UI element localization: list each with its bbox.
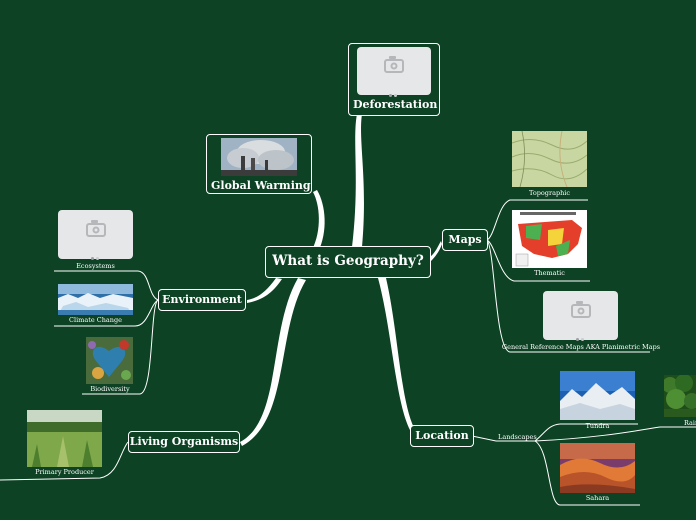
biodiversity-image[interactable] bbox=[86, 337, 133, 384]
climate-change-image[interactable] bbox=[58, 284, 133, 315]
camera-icon bbox=[384, 56, 404, 74]
landscapes-label[interactable]: Landscapes bbox=[498, 433, 537, 441]
biodiversity-label: Biodiversity bbox=[90, 385, 130, 393]
thematic-map-image[interactable] bbox=[512, 210, 587, 268]
topic-maps[interactable]: Maps bbox=[442, 229, 488, 251]
image-placeholder bbox=[357, 47, 431, 97]
general-reference-placeholder[interactable] bbox=[543, 291, 618, 342]
topic-living-organisms[interactable]: Living Organisms bbox=[128, 431, 240, 453]
primary-producer-label: Primary Producer bbox=[35, 468, 94, 476]
tundra-label: Tundra bbox=[585, 422, 610, 430]
smokestack-photo bbox=[221, 138, 297, 176]
rainforest-image[interactable] bbox=[664, 375, 696, 417]
camera-icon bbox=[85, 219, 106, 237]
sahara-label: Sahara bbox=[585, 494, 610, 502]
topic-location[interactable]: Location bbox=[410, 425, 474, 447]
topographic-map-image[interactable] bbox=[512, 131, 587, 187]
sahara-image[interactable] bbox=[560, 443, 635, 493]
topographic-label: Topographic bbox=[528, 189, 571, 197]
topic-global-warming[interactable]: Global Warming bbox=[206, 134, 312, 194]
topic-label: Deforestation bbox=[353, 98, 438, 111]
central-topic[interactable]: What is Geography? bbox=[265, 246, 431, 278]
tundra-image[interactable] bbox=[560, 371, 635, 420]
climate-change-label: Climate Change bbox=[69, 316, 122, 324]
topic-label: Global Warming bbox=[211, 179, 311, 192]
camera-icon bbox=[570, 300, 591, 318]
ecosystems-placeholder[interactable] bbox=[58, 210, 133, 261]
thematic-label: Thematic bbox=[534, 269, 565, 277]
ecosystems-label: Ecosystems bbox=[76, 262, 115, 270]
rainforest-label: Rain bbox=[684, 419, 696, 427]
topic-environment[interactable]: Environment bbox=[158, 289, 246, 311]
general-reference-label: General Reference Maps AKA Planimetric M… bbox=[501, 343, 661, 351]
topic-deforestation[interactable]: Deforestation bbox=[348, 43, 440, 116]
primary-producer-image[interactable] bbox=[27, 410, 102, 467]
